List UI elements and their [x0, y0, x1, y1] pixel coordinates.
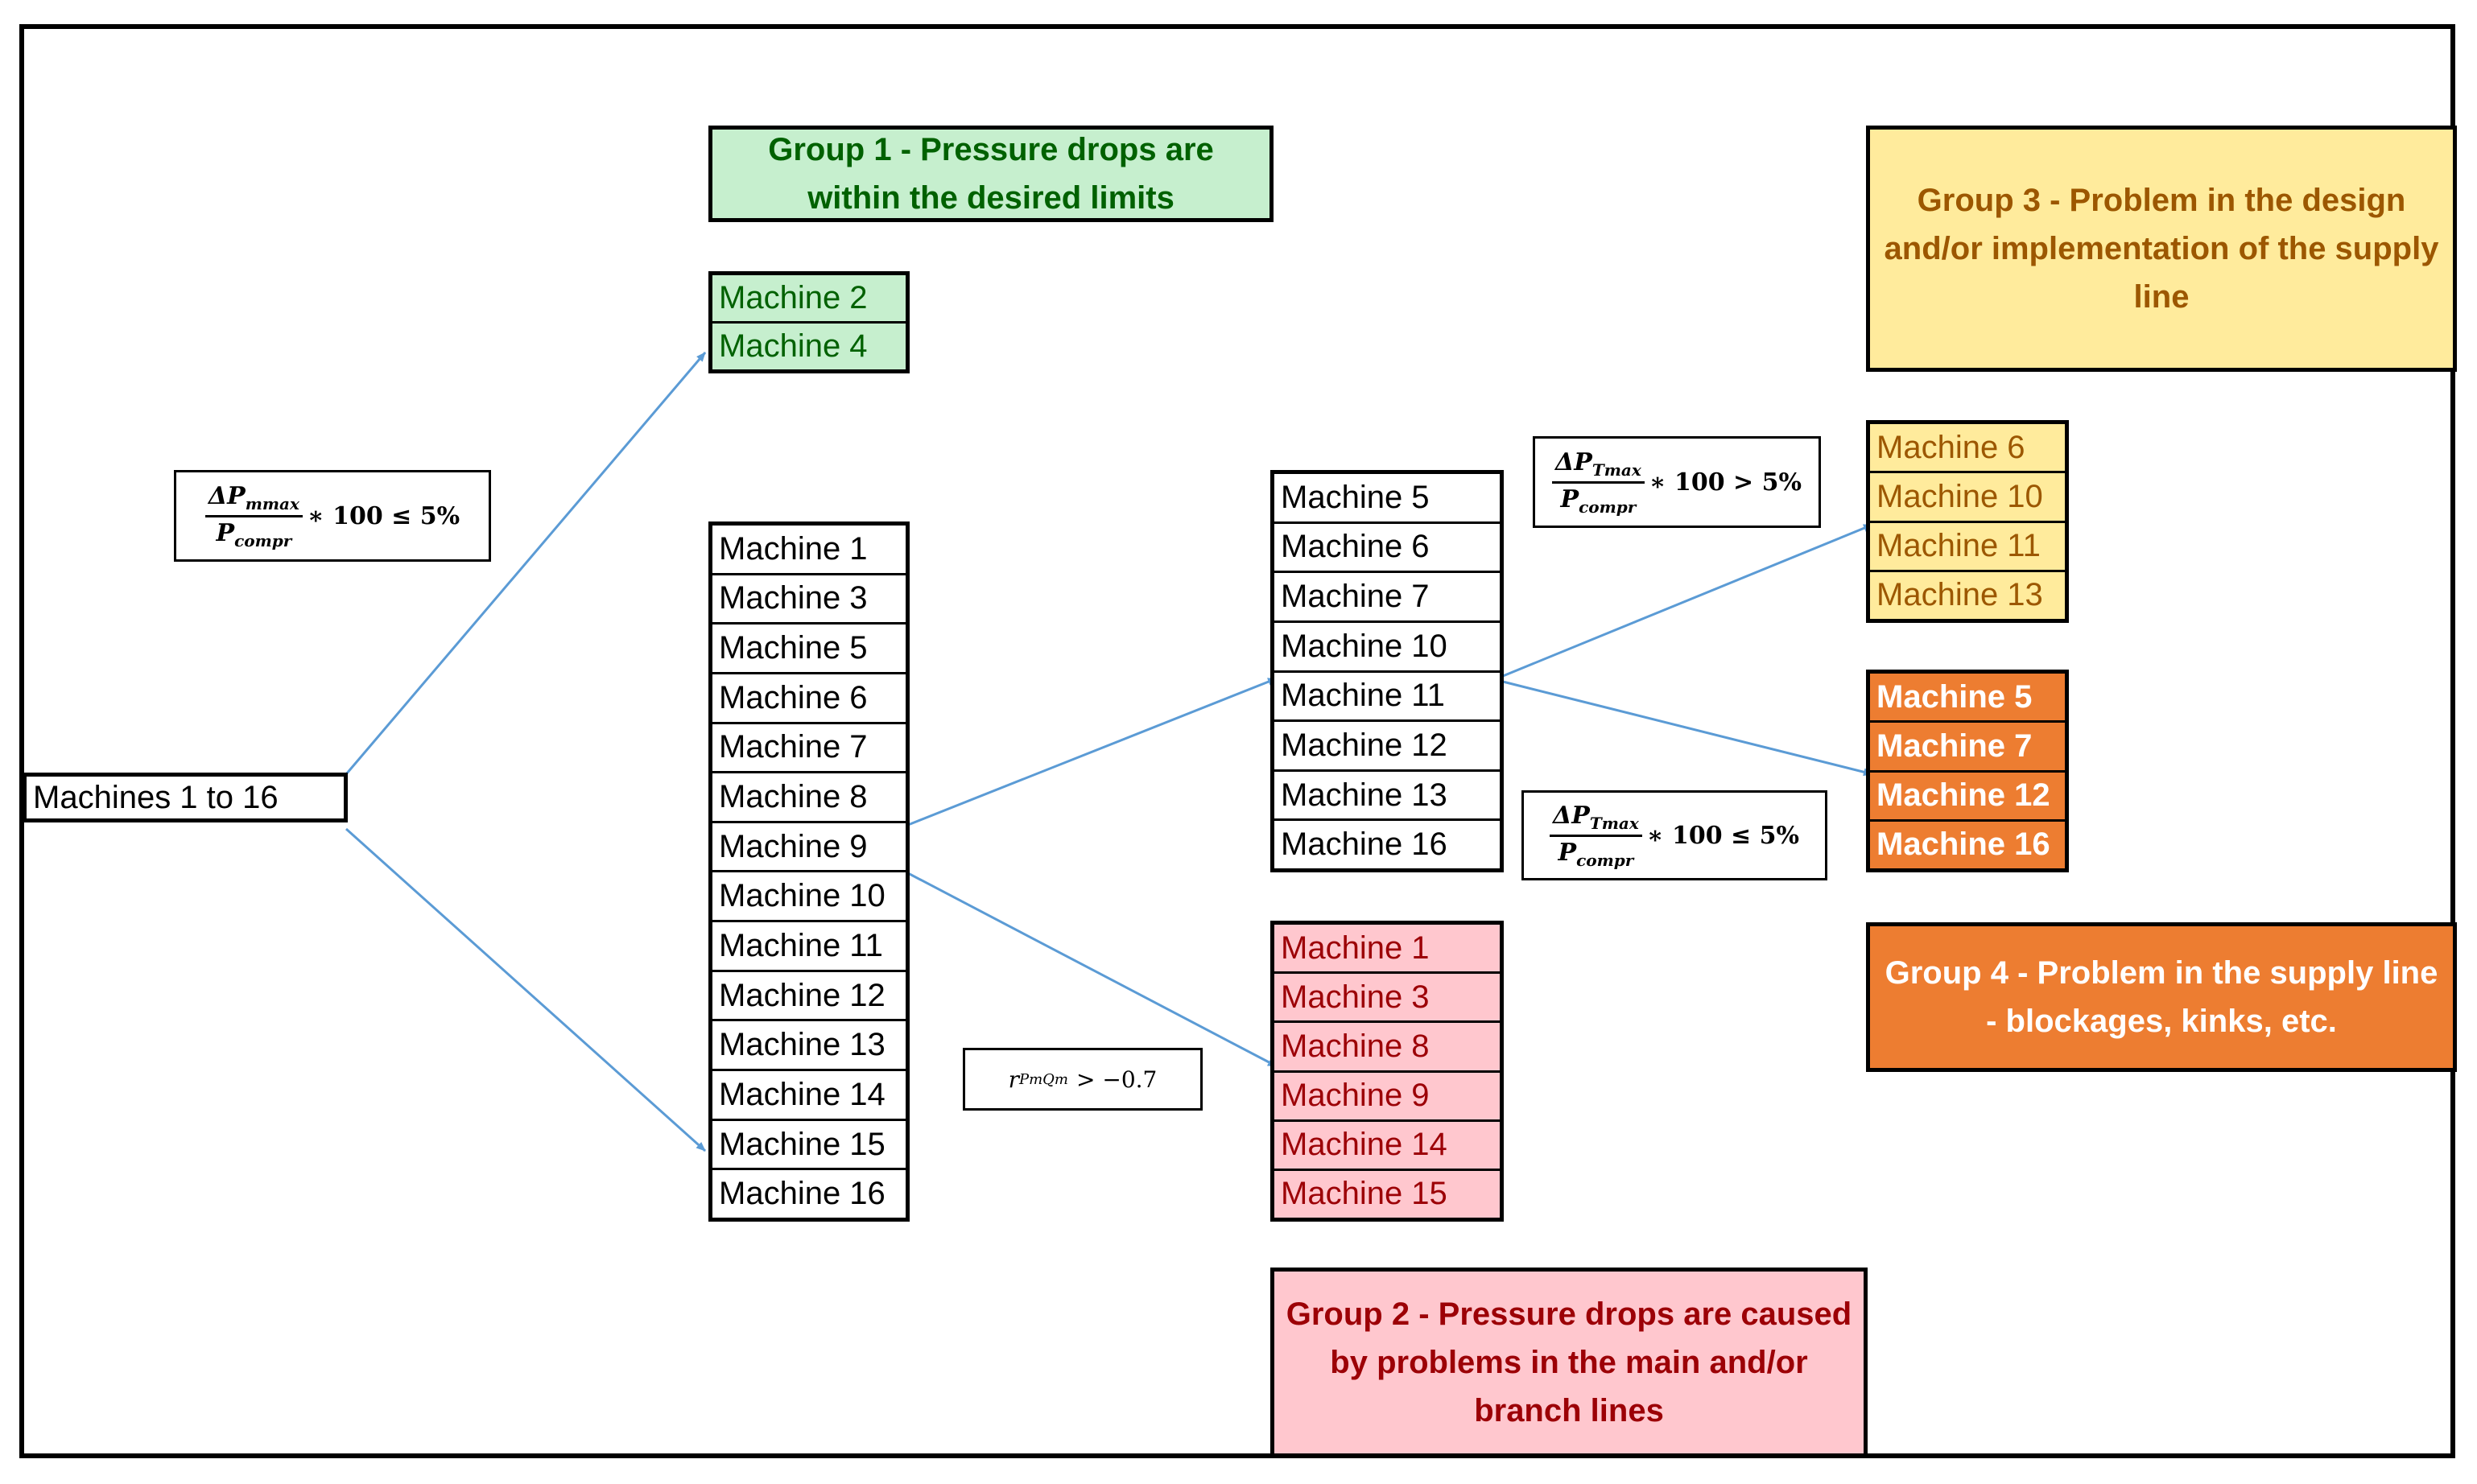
list-item: Machine 10	[1274, 620, 1500, 670]
diagram-frame	[19, 24, 2455, 1458]
root-label: Machines 1 to 16	[33, 779, 279, 815]
list-item: Machine 13	[712, 1019, 906, 1069]
list-item: Machine 5	[1281, 479, 1430, 515]
list-item: Machine 3	[712, 572, 906, 623]
list-item: Machine 8	[712, 771, 906, 821]
list-item: Machine 12	[1870, 769, 2065, 819]
list-item: Machine 8	[1274, 1020, 1500, 1070]
condition-formula-1: ΔPmmax Pcompr ∗ 100 ≤ 5%	[174, 470, 491, 562]
group3-header: Group 3 - Problem in the design and/or i…	[1866, 126, 2457, 372]
list-item: Machine 15	[1274, 1168, 1500, 1218]
list-item: Machine 2	[719, 280, 868, 315]
arrow-to-line-machines	[907, 677, 1278, 827]
list-item: Machine 15	[712, 1118, 906, 1169]
group4-header: Group 4 - Problem in the supply line - b…	[1866, 922, 2457, 1072]
list-item: Machine 9	[712, 820, 906, 871]
arrow-root-to-group1	[345, 352, 707, 775]
list-item: Machine 12	[712, 969, 906, 1020]
list-item: Machine 11	[712, 920, 906, 970]
list-item: Machine 13	[1274, 769, 1500, 819]
line-machine-list: Machine 5 Machine 6 Machine 7 Machine 10…	[1270, 470, 1504, 872]
list-item: Machine 10	[712, 870, 906, 920]
arrow-to-group3-machines	[1502, 523, 1873, 678]
list-item: Machine 12	[1274, 719, 1500, 769]
condition-formula-3: ΔPTmax Pcompr ∗ 100 > 5%	[1533, 436, 1821, 528]
list-item: Machine 9	[1274, 1070, 1500, 1119]
list-item: Machine 16	[712, 1168, 906, 1218]
list-item: Machine 11	[1870, 520, 2065, 570]
list-item: Machine 14	[1274, 1119, 1500, 1169]
list-item: Machine 14	[712, 1069, 906, 1119]
list-item: Machine 5	[712, 622, 906, 672]
list-item: Machine 16	[1870, 818, 2065, 868]
list-item: Machine 6	[712, 671, 906, 722]
condition-formula-4: ΔPTmax Pcompr ∗ 100 ≤ 5%	[1521, 790, 1827, 880]
list-item: Machine 13	[1870, 569, 2065, 619]
arrow-root-to-remaining	[345, 827, 707, 1152]
arrow-to-group2-machines	[907, 872, 1278, 1068]
list-item: Machine 11	[1274, 670, 1500, 720]
list-item: Machine 3	[1274, 971, 1500, 1020]
list-item: Machine 7	[712, 721, 906, 772]
list-item: Machine 10	[1870, 471, 2065, 520]
root-node: Machines 1 to 16	[23, 773, 348, 822]
list-item: Machine 7	[1274, 571, 1500, 620]
group3-machine-list: Machine 6 Machine 10 Machine 11 Machine …	[1866, 420, 2069, 623]
list-item: Machine 1	[719, 530, 868, 567]
remaining-machine-list: Machine 1 Machine 3 Machine 5 Machine 6 …	[708, 521, 910, 1222]
list-item: Machine 6	[1274, 521, 1500, 571]
group1-machine-list: Machine 2 Machine 4	[708, 271, 910, 373]
list-item: Machine 4	[712, 321, 906, 369]
group2-header: Group 2 - Pressure drops are caused by p…	[1270, 1268, 1868, 1457]
group1-header: Group 1 - Pressure drops are within the …	[708, 126, 1274, 222]
list-item: Machine 5	[1876, 678, 2033, 715]
list-item: Machine 6	[1876, 429, 2025, 465]
list-item: Machine 16	[1274, 818, 1500, 868]
list-item: Machine 1	[1281, 930, 1430, 966]
list-item: Machine 7	[1870, 720, 2065, 769]
arrow-to-group4-machines	[1502, 680, 1873, 777]
group2-machine-list: Machine 1 Machine 3 Machine 8 Machine 9 …	[1270, 921, 1504, 1222]
group4-machine-list: Machine 5 Machine 7 Machine 12 Machine 1…	[1866, 670, 2069, 872]
